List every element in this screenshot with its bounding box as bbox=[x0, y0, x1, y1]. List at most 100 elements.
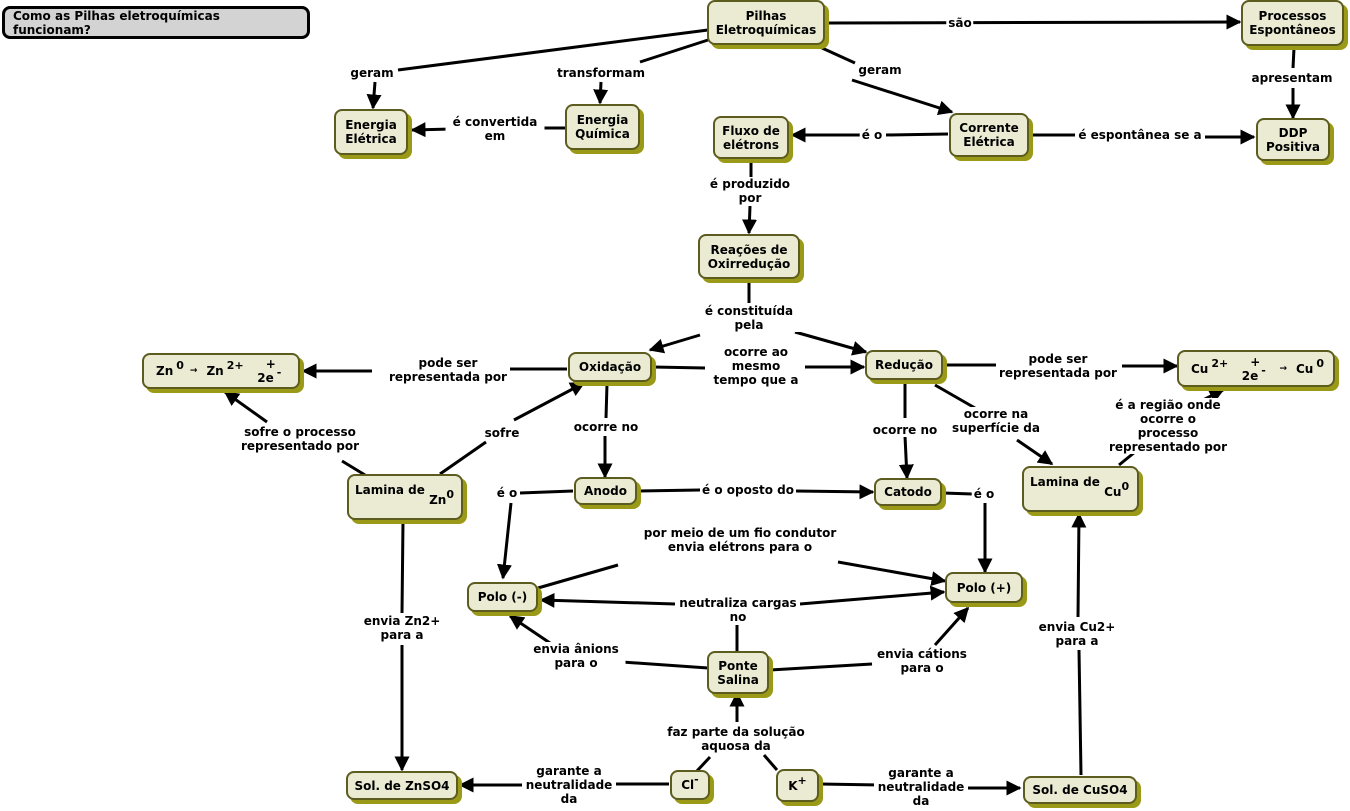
edge-line bbox=[537, 563, 619, 590]
link-label-pode-ox: pode ser representada por bbox=[386, 356, 510, 384]
link-label-constituida: é constituída pela bbox=[697, 304, 801, 332]
link-label-oposto: é o oposto do bbox=[700, 483, 796, 497]
edge-line bbox=[694, 755, 712, 774]
node-oxidacao[interactable]: Oxidação bbox=[568, 352, 652, 382]
edge-line bbox=[898, 435, 914, 480]
node-energia-eletrica[interactable]: Energia Elétrica bbox=[334, 109, 408, 155]
formula-term: + 2e- bbox=[1241, 354, 1266, 383]
link-label-regiao: é a região onde ocorre o processo repres… bbox=[1106, 398, 1230, 454]
node-fluxo-eletrons[interactable]: Fluxo de elétrons bbox=[713, 116, 789, 159]
node-polo-positivo[interactable]: Polo (+) bbox=[945, 572, 1023, 603]
node-sol-cuso4[interactable]: Sol. de CuSO4 bbox=[1023, 776, 1137, 804]
edge-line bbox=[1118, 450, 1136, 467]
node-ponte-salina[interactable]: Ponte Salina bbox=[707, 651, 769, 694]
node-label: Catodo bbox=[884, 485, 932, 499]
map-title: Como as Pilhas eletroquímicas funcionam? bbox=[2, 6, 310, 39]
node-reducao[interactable]: Redução bbox=[865, 350, 943, 380]
edge-line bbox=[794, 330, 868, 356]
edge-line bbox=[539, 592, 676, 608]
link-label-e-o: é o bbox=[859, 128, 885, 142]
link-label-geram: geram bbox=[348, 66, 396, 80]
link-label-fio: por meio de um fio condutor envia elétro… bbox=[638, 526, 842, 554]
edge-line bbox=[933, 606, 970, 646]
link-label-e-o-anodo: é o bbox=[494, 486, 520, 500]
node-label: Oxidação bbox=[578, 360, 642, 374]
edge-line bbox=[637, 488, 701, 493]
link-label-ocorre-no: ocorre no bbox=[571, 420, 641, 434]
edge-line bbox=[827, 14, 1242, 30]
node-label: DDP Positiva bbox=[1265, 125, 1321, 154]
link-label-espontanea: é espontânea se a bbox=[1076, 128, 1204, 142]
node-label: Energia Elétrica bbox=[345, 118, 397, 146]
node-label: Processos Espontâneos bbox=[1249, 9, 1336, 37]
link-label-transformam: transformam bbox=[555, 66, 647, 80]
node-label: Sol. de CuSO4 bbox=[1032, 783, 1128, 797]
formula-term: + 2e- bbox=[257, 357, 282, 385]
link-label-produzido: é produzido por bbox=[703, 177, 797, 205]
link-label-mesmo-tempo: ocorre ao mesmo tempo que a bbox=[709, 345, 803, 387]
node-lamina-cu[interactable]: Lamina de Cu0 bbox=[1022, 466, 1139, 512]
link-label-ocorre-no: ocorre no bbox=[870, 423, 940, 437]
edge-line bbox=[639, 38, 709, 64]
edge-line bbox=[341, 459, 366, 477]
node-corrente-eletrica[interactable]: Corrente Elétrica bbox=[949, 113, 1029, 157]
link-label-neutraliza: neutraliza cargas no bbox=[676, 596, 800, 624]
edge-line bbox=[1077, 649, 1083, 776]
edge-line bbox=[223, 390, 268, 424]
edge-line bbox=[400, 520, 405, 614]
edge-line bbox=[934, 383, 976, 410]
edge-line bbox=[769, 662, 873, 672]
node-label: K+ bbox=[788, 773, 807, 793]
link-label-geram: geram bbox=[856, 63, 904, 77]
node-label: Reações de Oxirredução bbox=[707, 242, 791, 271]
node-label: Polo (-) bbox=[477, 590, 528, 604]
link-label-envia-cations: envia cátions para o bbox=[872, 647, 972, 675]
edge-line bbox=[1016, 438, 1054, 466]
node-polo-negativo[interactable]: Polo (-) bbox=[467, 582, 538, 612]
edge-line bbox=[742, 205, 757, 235]
node-label: Sol. de ZnSO4 bbox=[354, 778, 450, 793]
link-label-envia-zn: envia Zn2+ para a bbox=[360, 614, 444, 642]
node-reacoes-oxirreducao[interactable]: Reações de Oxirredução bbox=[698, 234, 800, 279]
link-label-apresentam: apresentam bbox=[1249, 71, 1335, 85]
edge-line bbox=[508, 614, 551, 645]
map-title-text: Como as Pilhas eletroquímicas funcionam? bbox=[13, 8, 220, 37]
edge-line bbox=[519, 489, 574, 495]
node-k-ion[interactable]: K+ bbox=[776, 769, 819, 802]
edge-line bbox=[648, 333, 701, 354]
link-label-garante-k: garante a neutralidade da bbox=[874, 766, 968, 808]
edge-line bbox=[652, 365, 706, 370]
edge-line bbox=[593, 81, 609, 105]
link-label-sofre-processo: sofre o processo representado por bbox=[233, 425, 367, 453]
node-label: Ponte Salina bbox=[717, 658, 759, 687]
edge-line bbox=[819, 782, 881, 787]
edge-line bbox=[1071, 512, 1087, 618]
link-label-e-o-catodo: é o bbox=[971, 487, 997, 501]
node-processos-espontaneos[interactable]: Processos Espontâneos bbox=[1241, 0, 1344, 46]
edge-line bbox=[794, 484, 875, 500]
edge-line bbox=[1291, 47, 1296, 69]
node-catodo[interactable]: Catodo bbox=[874, 478, 942, 506]
node-label: Anodo bbox=[584, 484, 627, 498]
node-label: Lamina de Cu0 bbox=[1030, 475, 1130, 499]
link-label-ocorre-na: ocorre na superfície da bbox=[946, 407, 1046, 435]
edge-line bbox=[439, 440, 487, 476]
node-ddp-positiva[interactable]: DDP Positiva bbox=[1256, 118, 1330, 161]
link-label-faz-parte: faz parte da solução aquosa da bbox=[664, 725, 808, 753]
reaction-arrow-icon: → bbox=[189, 366, 198, 376]
edge-line bbox=[366, 81, 382, 110]
node-cl-ion[interactable]: Cl- bbox=[670, 770, 710, 800]
node-energia-quimica[interactable]: Energia Química bbox=[565, 104, 640, 150]
node-sol-znso4[interactable]: Sol. de ZnSO4 bbox=[346, 771, 458, 800]
node-lamina-zn[interactable]: Lamina de Zn0 bbox=[347, 474, 463, 520]
node-pilhas-eletroquimicas[interactable]: Pilhas Eletroquímicas bbox=[707, 0, 825, 45]
edge-line bbox=[604, 383, 609, 419]
node-anodo[interactable]: Anodo bbox=[574, 477, 637, 505]
